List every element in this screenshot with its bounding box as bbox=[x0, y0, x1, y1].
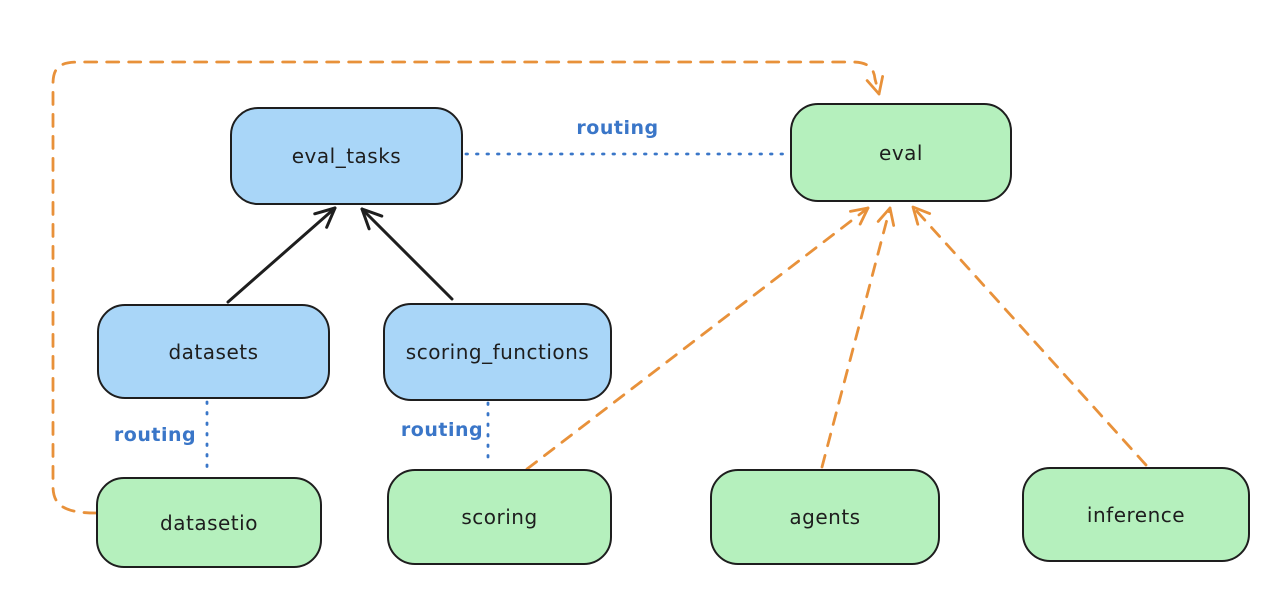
edge-agents-eval bbox=[820, 206, 896, 469]
node-agents: agents bbox=[710, 469, 940, 565]
edge-scoring-eval bbox=[525, 206, 870, 471]
node-eval-tasks: eval_tasks bbox=[230, 107, 463, 205]
node-eval-label: eval bbox=[879, 140, 923, 165]
node-agents-label: agents bbox=[789, 505, 861, 529]
node-inference: inference bbox=[1022, 467, 1250, 562]
node-eval: eval bbox=[790, 103, 1012, 202]
node-datasetio: datasetio bbox=[96, 477, 322, 568]
node-scoring-functions-label: scoring_functions bbox=[405, 340, 590, 364]
edge-inference-eval bbox=[911, 205, 1148, 467]
edge-label-routing-datasets-datasetio: routing bbox=[113, 424, 197, 446]
node-scoring-label: scoring bbox=[461, 505, 538, 529]
node-scoring: scoring bbox=[387, 469, 612, 565]
node-scoring-functions: scoring_functions bbox=[383, 303, 612, 401]
edge-label-routing-eval-tasks-eval: routing bbox=[576, 117, 659, 139]
node-datasets-label: datasets bbox=[168, 339, 259, 364]
node-datasetio-label: datasetio bbox=[160, 510, 258, 535]
edge-datasets-eval-tasks bbox=[226, 206, 337, 304]
node-eval-tasks-label: eval_tasks bbox=[291, 144, 402, 168]
node-inference-label: inference bbox=[1086, 502, 1186, 527]
edge-label-routing-scoring-functions-scoring: routing bbox=[400, 419, 484, 441]
node-datasets: datasets bbox=[97, 304, 330, 399]
edge-scoring-functions-eval-tasks bbox=[360, 207, 454, 301]
